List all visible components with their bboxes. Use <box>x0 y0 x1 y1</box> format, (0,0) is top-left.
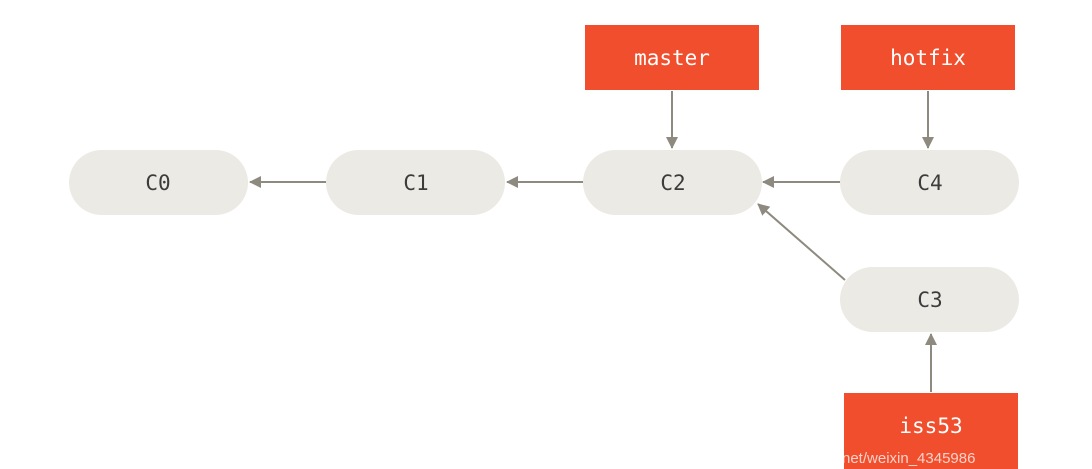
commit-c0: C0 <box>69 150 248 215</box>
commit-c2-pill <box>583 150 762 215</box>
branch-hotfix-box <box>841 25 1015 90</box>
branch-arrows <box>666 91 937 392</box>
commit-c4-label: C4 <box>917 171 942 195</box>
commit-c0-label: C0 <box>145 171 170 195</box>
branch-iss53: iss53 <box>844 393 1018 469</box>
branch-master-box <box>585 25 759 90</box>
arrow-c3-to-c2 <box>757 203 846 281</box>
parent-arrows <box>249 176 846 281</box>
commit-c0-pill <box>69 150 248 215</box>
commit-c4: C4 <box>840 150 1019 215</box>
commit-c2: C2 <box>583 150 762 215</box>
commit-c1-label: C1 <box>403 171 428 195</box>
watermark: net/weixin_4345986 <box>842 450 975 467</box>
branch-hotfix: hotfix <box>841 25 1015 90</box>
branch-iss53-box <box>844 393 1018 469</box>
commit-c2-label: C2 <box>660 171 685 195</box>
commit-c4-pill <box>840 150 1019 215</box>
branch-master-label: master <box>634 46 710 70</box>
commit-c3: C3 <box>840 267 1019 332</box>
commit-c3-pill <box>840 267 1019 332</box>
commit-c3-label: C3 <box>917 288 942 312</box>
commit-c1-pill <box>326 150 505 215</box>
branch-master: master <box>585 25 759 90</box>
branch-iss53-label: iss53 <box>899 414 962 438</box>
commit-c1: C1 <box>326 150 505 215</box>
branch-hotfix-label: hotfix <box>890 46 966 70</box>
